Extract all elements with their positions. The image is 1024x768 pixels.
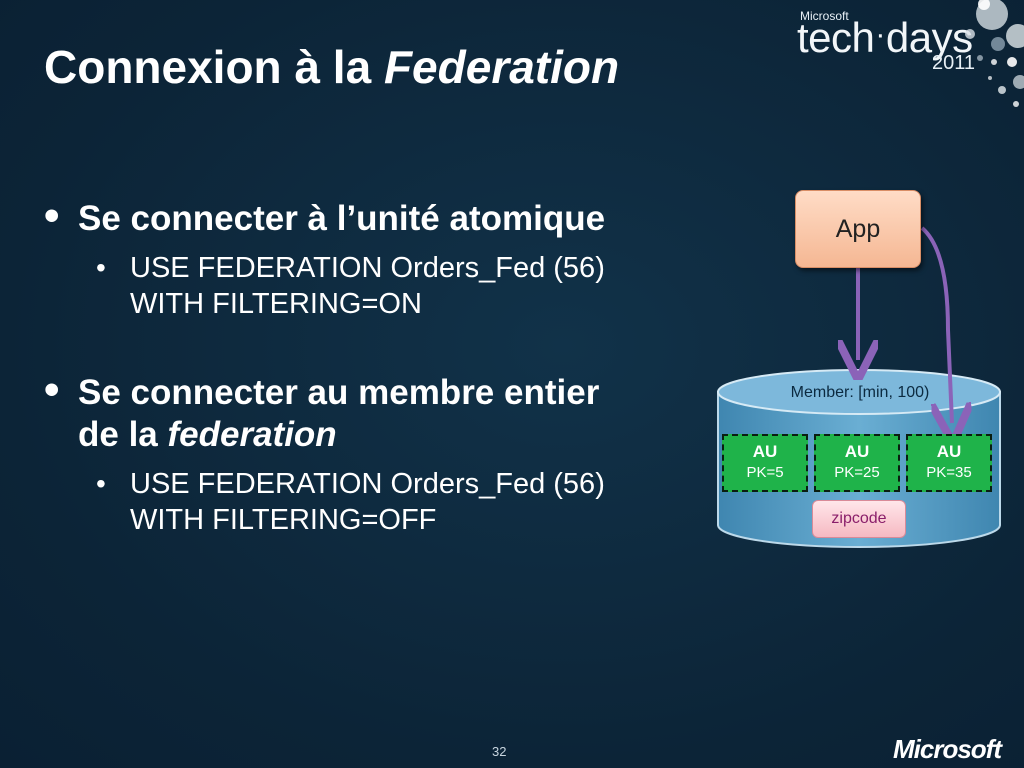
au-title: AU [844,442,870,461]
bullet-2-text-line-2: de la [78,415,168,454]
au-box-3: AU PK=35 [906,434,992,492]
bullet-2-sub-line-1: USE FEDERATION Orders_Fed (56) [130,468,605,500]
title-regular: Connexion à la [44,41,384,93]
bullet-1-sub-line-2: WITH FILTERING=ON [130,288,422,320]
au-key: PK=5 [746,464,784,481]
logo-event: tech·days [797,14,973,62]
au-box-1: AU PK=5 [722,434,808,492]
microsoft-logo: Microsoft [893,734,1002,764]
bullet-2-text-line-1: Se connecter au membre entier [78,373,600,412]
au-key: PK=35 [926,464,972,481]
bullet-list: •Se connecter à l’unité atomique •USE FE… [44,191,704,538]
bullet-1-sub-line-1: USE FEDERATION Orders_Fed (56) [130,252,605,284]
logo-brand: Microsoft [800,9,849,23]
zipcode-box: zipcode [812,500,906,538]
au-box-2: AU PK=25 [814,434,900,492]
app-node: App [795,190,921,268]
federation-diagram: App Member: [min, 100) AU PK=5 AU PK=25 … [700,180,1020,560]
logo-year: 2011 [932,52,976,74]
au-title: AU [752,442,778,461]
logo-event-part1: tech [797,14,875,61]
member-range-label: Member: [min, 100) [790,384,930,401]
bullet-1-text: Se connecter à l’unité atomique [78,199,606,238]
bullet-1-sub: •USE FEDERATION Orders_Fed (56)WITH FILT… [96,252,605,320]
title-italic: Federation [383,41,620,93]
bullet-2-text-italic: federation [167,415,337,454]
logo-event-part2: days [885,14,973,61]
logo-event-dot: · [875,18,885,51]
slide-title: Connexion à la Federation [44,40,619,94]
arrow-app-to-au [920,226,952,423]
page-number: 32 [492,744,507,759]
bullet-2-sub-line-2: WITH FILTERING=OFF [130,504,437,536]
au-key: PK=25 [834,464,880,481]
bullet-2-sub: •USE FEDERATION Orders_Fed (56)WITH FILT… [96,468,605,536]
bullet-1: •Se connecter à l’unité atomique [44,191,606,240]
au-title: AU [936,442,962,461]
bubbles-decoration-icon [965,0,1024,107]
